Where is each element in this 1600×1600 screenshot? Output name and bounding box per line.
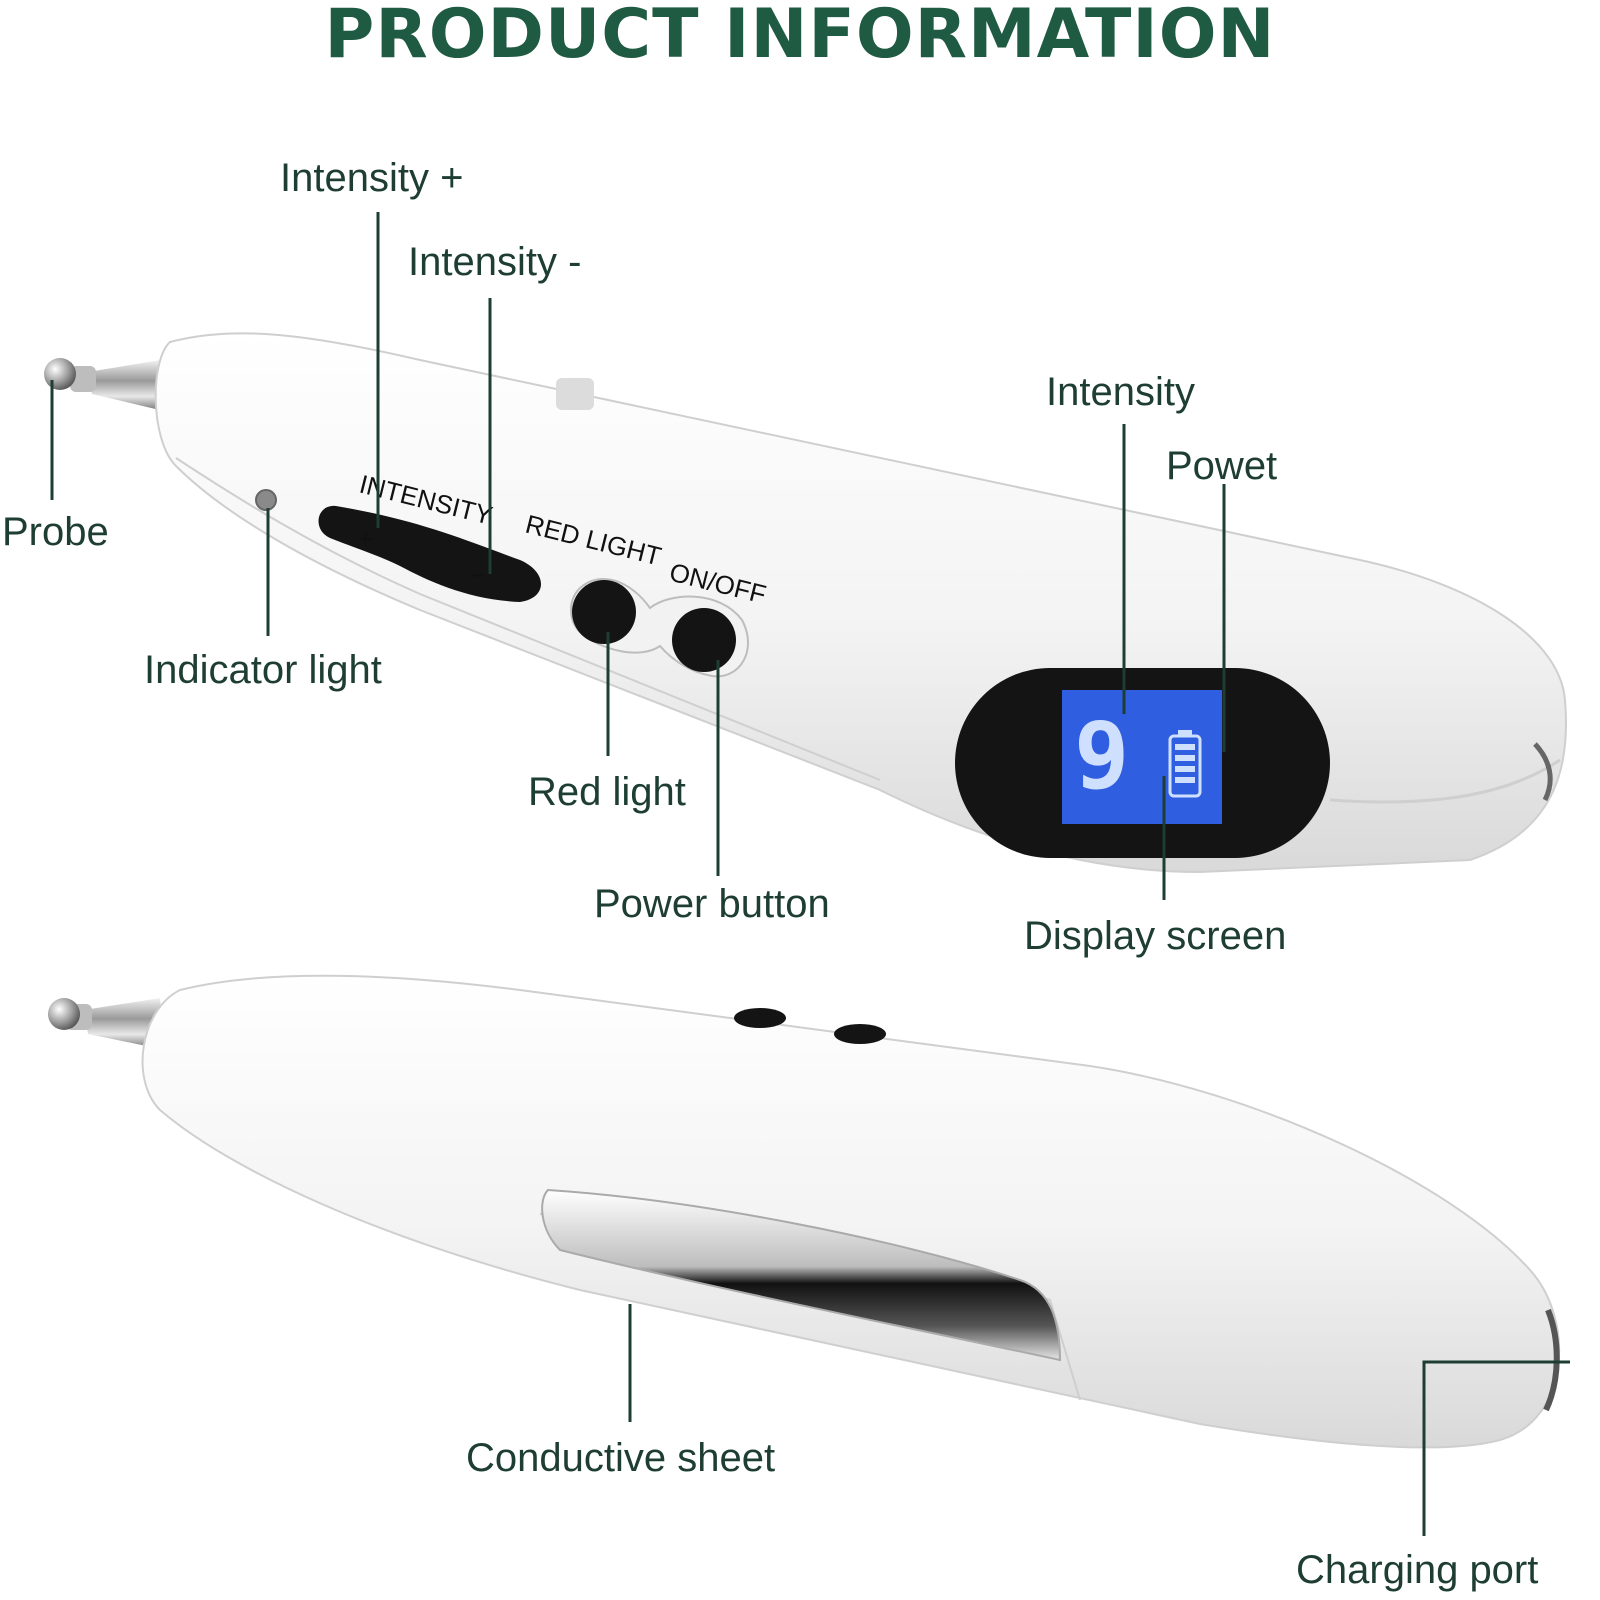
label-intensity-plus: Intensity +: [280, 156, 464, 200]
indicator-light: [255, 489, 277, 511]
top-device-body: [154, 332, 1568, 874]
leader-lines: [50, 212, 1570, 1536]
plus-sign: +: [358, 524, 373, 554]
battery-icon: [1168, 730, 1202, 798]
charging-port: [1543, 1308, 1560, 1412]
lcd-digit: 9: [1074, 703, 1129, 810]
label-indicator-light: Indicator light: [144, 648, 382, 692]
label-red-light: Red light: [528, 770, 686, 814]
power-button[interactable]: [672, 608, 736, 672]
top-device: + − INTENSITY RED LIGHT ON/OFF 9: [44, 332, 1568, 874]
label-powet: Powet: [1166, 444, 1278, 488]
page-title: PRODUCT INFORMATION: [324, 0, 1276, 74]
label-charging-port: Charging port: [1296, 1548, 1539, 1592]
label-display-screen: Display screen: [1024, 914, 1287, 958]
minus-sign: −: [470, 560, 485, 590]
label-probe: Probe: [2, 510, 109, 554]
bottom-device: [48, 974, 1561, 1449]
bottom-device-body: [141, 974, 1561, 1449]
label-intensity-minus: Intensity -: [408, 240, 582, 284]
display-screen: [1062, 690, 1222, 824]
label-intensity: Intensity: [1046, 370, 1195, 414]
label-conductive-sheet: Conductive sheet: [466, 1436, 776, 1480]
conductive-sheet: [541, 1188, 1062, 1362]
probe-tip: [44, 358, 168, 412]
intensity-rocker[interactable]: [318, 505, 541, 602]
label-power-button: Power button: [594, 882, 830, 926]
red-light-button[interactable]: [572, 580, 636, 644]
